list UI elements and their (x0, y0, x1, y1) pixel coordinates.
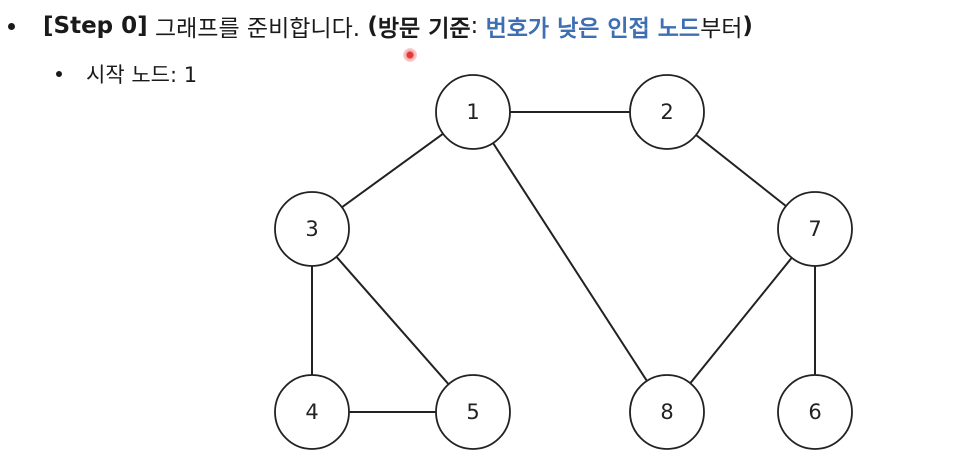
edge-1-8 (472, 111, 668, 413)
node-label: 7 (808, 217, 821, 241)
node-7: 7 (777, 191, 853, 267)
paren-open: ( (367, 13, 378, 39)
criterion-colon: : (470, 13, 479, 39)
edge-7-8 (666, 228, 816, 413)
node-8: 8 (629, 374, 705, 450)
node-4: 4 (274, 374, 350, 450)
node-label: 2 (660, 100, 673, 124)
pointer-cursor-icon (403, 48, 417, 62)
node-2: 2 (629, 74, 705, 150)
node-circle (629, 374, 705, 450)
step-heading: [Step 0] 그래프를 준비합니다. ( 방문 기준 : 번호가 낮은 인접… (8, 9, 753, 43)
node-circle (274, 191, 350, 267)
start-node-bullet: 시작 노드: 1 (56, 58, 197, 90)
node-label: 3 (305, 217, 318, 241)
node-3: 3 (274, 191, 350, 267)
criterion-label: 방문 기준 (377, 16, 471, 42)
step-tag: [Step 0] (43, 13, 148, 39)
node-circle (629, 74, 705, 150)
node-6: 6 (777, 374, 853, 450)
node-5: 5 (435, 374, 511, 450)
node-label: 6 (808, 400, 821, 424)
graph-edges (311, 111, 816, 413)
node-label: 1 (466, 100, 479, 124)
paren-close: ) (742, 13, 753, 39)
start-node-text: 시작 노드: 1 (86, 63, 198, 87)
node-label: 8 (660, 400, 673, 424)
node-circle (777, 191, 853, 267)
criterion-suffix: 부터 (700, 16, 743, 42)
node-label: 5 (466, 400, 479, 424)
step-text: 그래프를 준비합니다. (154, 16, 361, 42)
node-circle (274, 374, 350, 450)
bullet-dot (8, 22, 15, 30)
criterion-value: 번호가 낮은 인접 노드 (485, 16, 701, 42)
node-circle (435, 374, 511, 450)
graph-nodes: 1 2 3 7 4 5 8 6 (274, 74, 853, 450)
bullet-dot (56, 71, 62, 77)
node-circle (435, 74, 511, 150)
node-1: 1 (435, 74, 511, 150)
node-circle (777, 374, 853, 450)
edge-3-5 (311, 228, 474, 413)
node-label: 4 (305, 400, 318, 424)
